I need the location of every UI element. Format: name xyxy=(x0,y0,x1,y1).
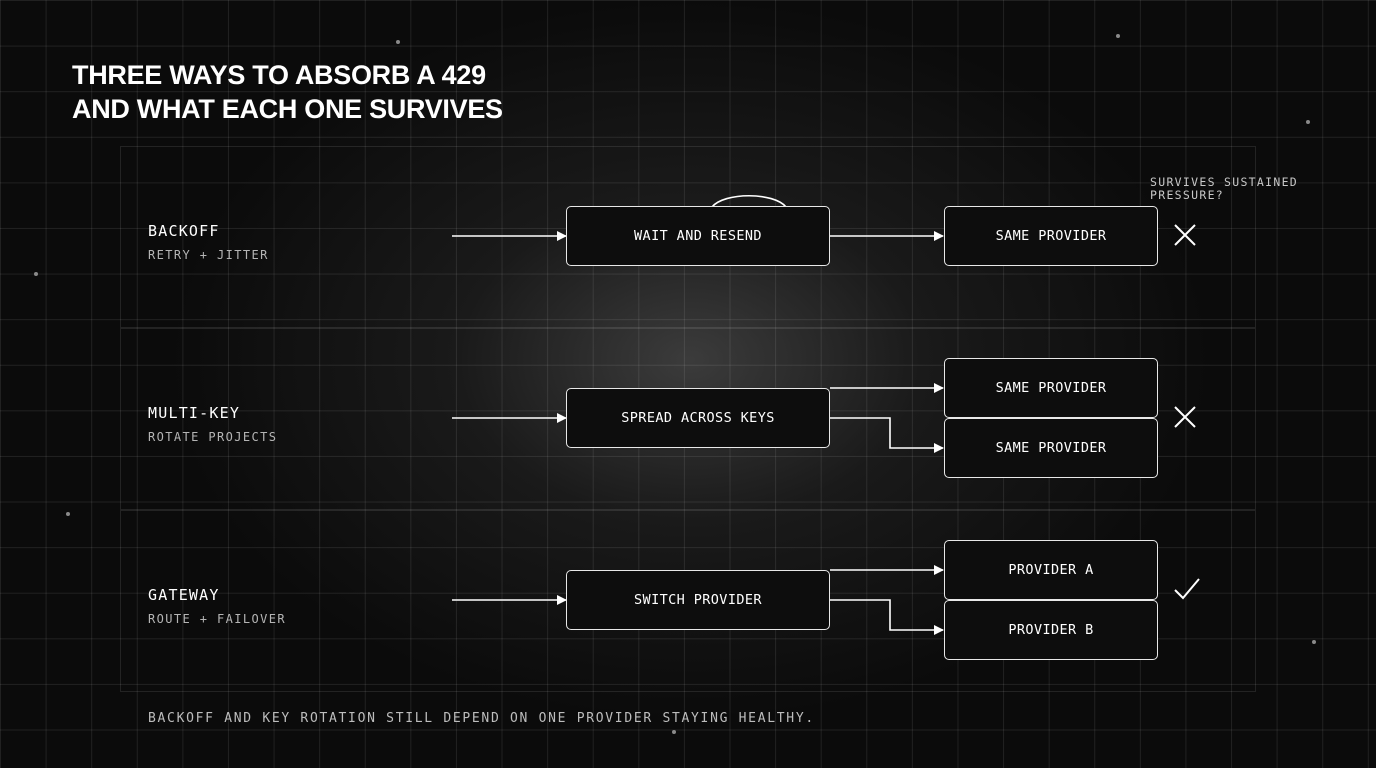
row-subtitle-multi-key: ROTATE PROJECTS xyxy=(148,430,278,444)
decorative-dot xyxy=(66,512,70,516)
target-box-provider-a: PROVIDER A xyxy=(944,540,1158,600)
target-box-backoff-1: SAME PROVIDER xyxy=(944,206,1158,266)
row-name-gateway: GATEWAY xyxy=(148,586,220,604)
strategy-box-backoff: WAIT AND RESEND xyxy=(566,206,830,266)
decorative-dot xyxy=(1306,120,1310,124)
title-line-2: AND WHAT EACH ONE SURVIVES xyxy=(72,94,503,124)
check-icon xyxy=(1174,578,1200,600)
strategy-box-multi-key: SPREAD ACROSS KEYS xyxy=(566,388,830,448)
arrow-gateway-to-provider-b xyxy=(830,599,944,635)
decorative-dot xyxy=(34,272,38,276)
decorative-dot xyxy=(396,40,400,44)
decorative-dot xyxy=(1116,34,1120,38)
cross-icon xyxy=(1174,406,1196,428)
target-box-provider-b: PROVIDER B xyxy=(944,600,1158,660)
row-panel-gateway xyxy=(120,510,1256,692)
survives-column-label: SURVIVES SUSTAINED PRESSURE? xyxy=(1150,175,1299,202)
title-line-1: THREE WAYS TO ABSORB A 429 xyxy=(72,60,486,90)
strategy-box-gateway: SWITCH PROVIDER xyxy=(566,570,830,630)
arrow-multi-key-to-target-2 xyxy=(830,417,944,453)
row-name-backoff: BACKOFF xyxy=(148,222,220,240)
retry-loop-arc xyxy=(711,194,787,208)
cross-icon xyxy=(1174,224,1196,246)
row-subtitle-gateway: ROUTE + FAILOVER xyxy=(148,612,286,626)
target-box-multi-key-1: SAME PROVIDER xyxy=(944,358,1158,418)
decorative-dot xyxy=(672,730,676,734)
row-subtitle-backoff: RETRY + JITTER xyxy=(148,248,269,262)
target-box-multi-key-2: SAME PROVIDER xyxy=(944,418,1158,478)
row-panel-multi-key xyxy=(120,328,1256,510)
decorative-dot xyxy=(1312,640,1316,644)
page-title: THREE WAYS TO ABSORB A 429 AND WHAT EACH… xyxy=(72,58,503,126)
row-name-multi-key: MULTI-KEY xyxy=(148,404,241,422)
footer-note: BACKOFF AND KEY ROTATION STILL DEPEND ON… xyxy=(148,711,815,726)
row-panel-backoff xyxy=(120,146,1256,328)
